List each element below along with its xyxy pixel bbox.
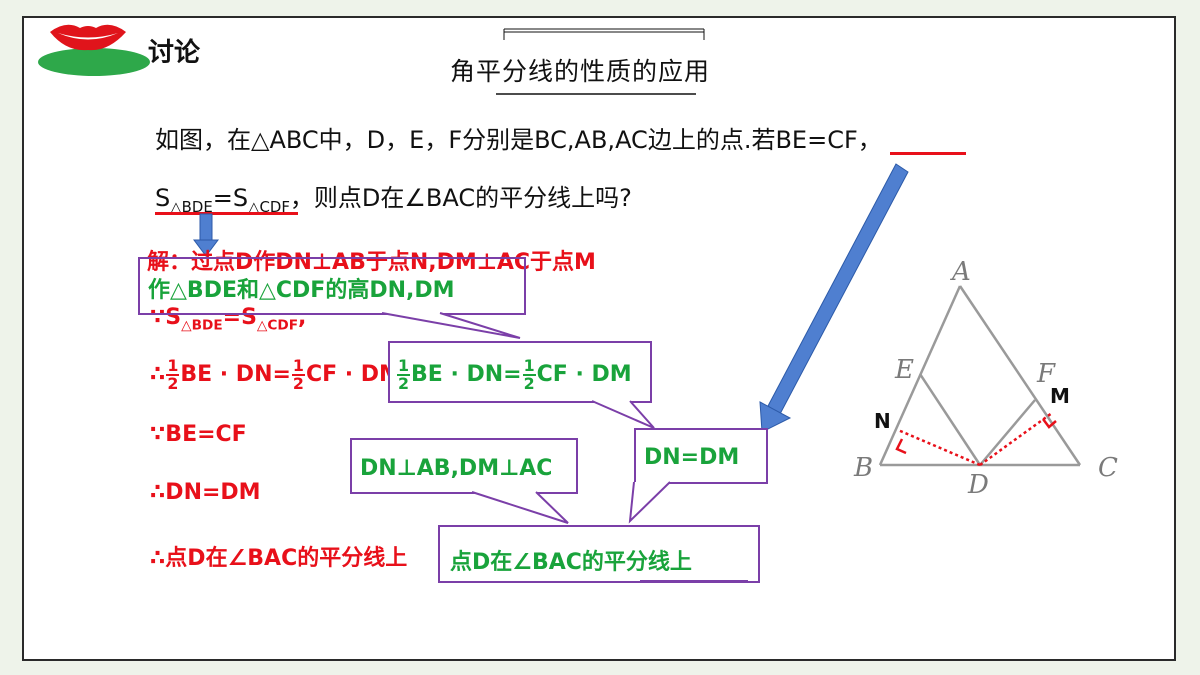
equals-s: =S [212,184,249,212]
s-symbol: S [155,184,171,212]
arrow-diagonal-icon [759,163,909,433]
label-f: F [1036,359,1056,389]
perp-dn [897,428,981,467]
subscript-cdf: △CDF [248,197,290,216]
callout-cf-dm: CF · DM [536,361,632,387]
right-angle-m-icon [1042,418,1057,429]
sol-line2-end: , [298,305,307,330]
right-angle-n-icon [895,438,907,455]
underline-area [155,212,298,215]
highlight-be-cf: BE=CF [775,126,858,154]
label-d: D [967,470,989,500]
solution-line5: ∴DN=DM [150,480,261,505]
page-title: 角平分线的性质的应用 [450,57,711,86]
sol-sub-cdf: △CDF [256,317,299,334]
discuss-label: 讨论 [148,38,201,68]
arrow-down-icon [193,213,219,257]
sol-be-dn: BE · DN= [180,361,291,387]
sol-sub-bde: △BDE [181,317,223,334]
solution-line2: ∵S△BDE=S△CDF, [150,305,306,333]
title-box [478,26,705,96]
green-ellipse-icon [38,48,150,76]
question-line1-text: 如图，在△ABC中，D，E，F分别是BC,AB,AC边上的点.若 [155,126,776,154]
underline-be-cf [890,152,966,155]
label-c: C [1098,453,1118,483]
solution-line4: ∵BE=CF [150,422,247,447]
callout-dn-dm-text: DN=DM [644,445,740,470]
callout-dn-dm [634,428,768,484]
question-line1: 如图，在△ABC中，D，E，F分别是BC,AB,AC边上的点.若BE=CF， [155,120,882,155]
segment-de [918,373,982,466]
segment-df [979,399,1036,466]
sol-equals-s: =S [222,305,257,330]
since-s: ∵S [150,305,182,330]
lips-icon [50,24,126,51]
label-n: N [874,409,891,433]
solution-line1: 解：过点D作DN⊥AB于点N,DM⊥AC于点M [147,250,596,275]
slide [22,16,1176,661]
side-ac [958,285,1082,466]
triangle-figure: A B C D E F N M [853,257,1118,500]
callout-conclusion [438,525,760,583]
callout-conclusion-text: 点D在∠BAC的平分线上 [450,550,692,575]
callout-heights-text: 作△BDE和△CDF的高DN,DM [148,278,455,303]
label-b: B [853,453,873,483]
callout-area [388,341,652,403]
solution-line6: ∴点D在∠BAC的平分线上 [150,546,408,571]
lips-logo [38,24,150,76]
callout-heights [138,257,526,315]
callout-dn-dm-tail [628,481,671,524]
therefore-symbol: ∴ [150,361,166,387]
callout-be-dn: BE · DN= [411,361,522,387]
conclusion-underline [640,580,748,582]
callout-heights-tail [381,312,521,339]
perp-dm [979,411,1053,467]
question-line2: S△BDE=S△CDF，则点D在∠BAC的平分线上吗? [155,178,632,216]
label-a: A [950,257,971,287]
label-e: E [894,355,914,385]
sol-cf-dm: CF · DM [305,361,401,387]
label-m: M [1050,384,1070,408]
callout-perp-text: DN⊥AB,DM⊥AC [360,456,553,481]
callout-perp [350,438,578,494]
subscript-bde: △BDE [170,197,213,216]
question-line2-end: ，则点D在∠BAC的平分线上吗? [289,184,632,212]
question-line1-end: ， [857,126,882,154]
callout-perp-tail [471,491,569,524]
